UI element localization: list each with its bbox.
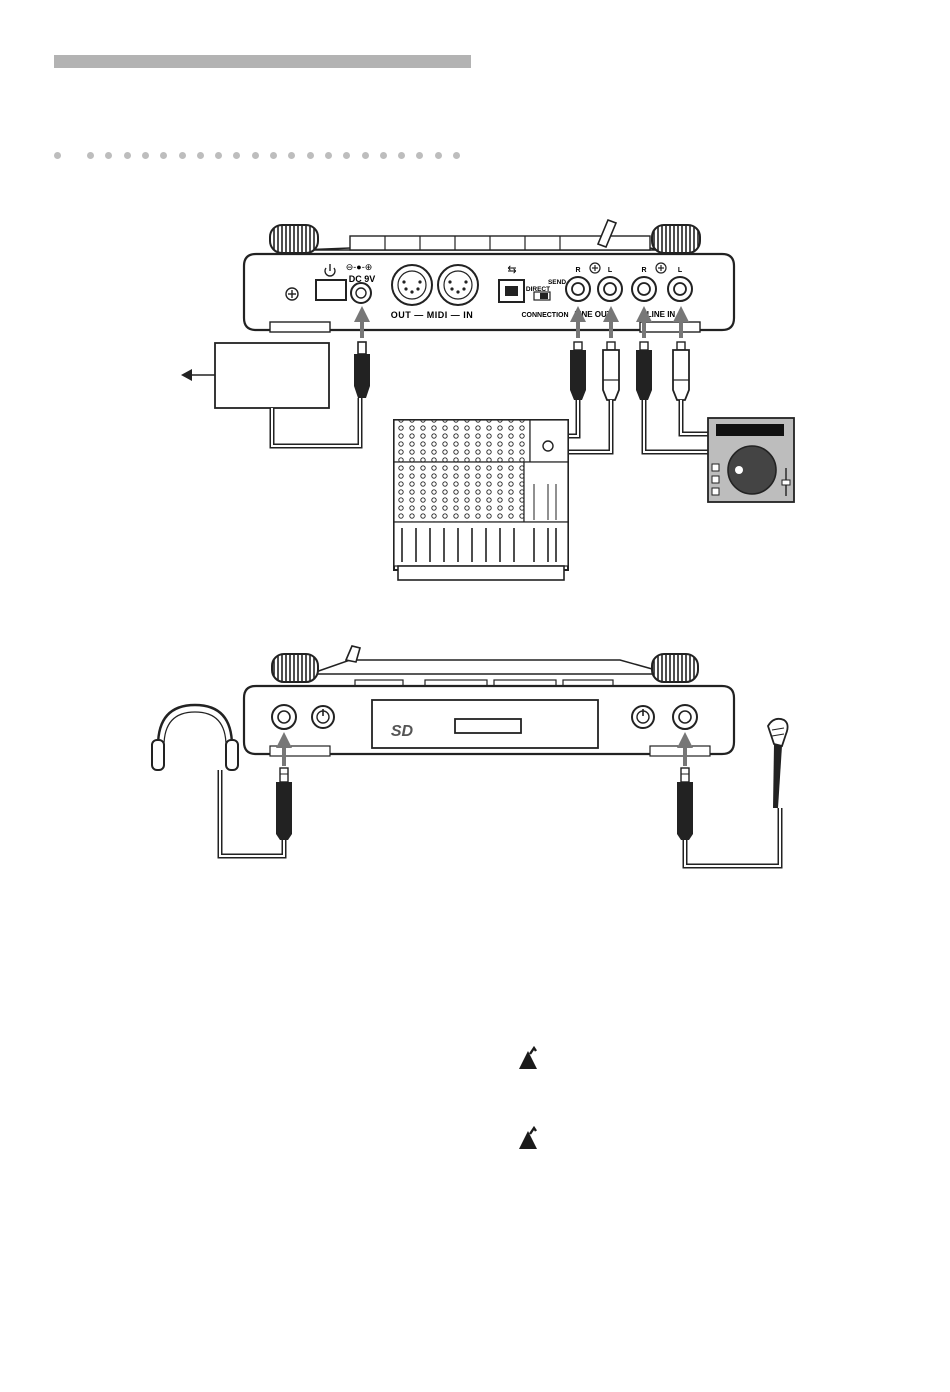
usb-port[interactable] (499, 280, 524, 302)
sd-card-slot[interactable] (455, 719, 521, 733)
usb-icon: ⇆ (507, 264, 516, 276)
headphone-jack[interactable] (272, 705, 296, 729)
send-label: SEND (548, 279, 566, 286)
ac-adapter (181, 342, 370, 446)
dc-polarity-icon: ⊖-●-⊕ (346, 262, 373, 272)
front-panel-device: SD (244, 646, 734, 756)
mic-jack[interactable] (673, 705, 697, 729)
headphone-volume-knob[interactable] (312, 706, 334, 728)
cd-player (708, 418, 794, 502)
sd-logo: SD (391, 723, 414, 740)
power-switch[interactable] (316, 280, 346, 300)
headphones (152, 705, 238, 770)
line-out-r-jack[interactable] (566, 277, 590, 301)
line-in-label: LINE IN (647, 310, 676, 319)
left-knob (270, 225, 318, 253)
midi-out-port[interactable] (392, 265, 432, 305)
line-out-l-label: L (608, 267, 613, 274)
front-left-knob (272, 654, 318, 682)
line-in-r-label: R (641, 267, 646, 274)
headphone-plug (220, 768, 292, 856)
line-out-l-jack[interactable] (598, 277, 622, 301)
line-in-r-jack[interactable] (632, 277, 656, 301)
mic-plug (677, 768, 780, 866)
arrow-left-icon (181, 369, 192, 381)
rca-cables (568, 400, 708, 452)
midi-label: OUT — MIDI — IN (391, 310, 474, 320)
mic-gain-knob[interactable] (632, 706, 654, 728)
connection-label: CONNECTION (521, 312, 568, 319)
dc-jack[interactable] (351, 283, 371, 303)
front-right-knob (652, 654, 698, 682)
rca-plugs (570, 342, 689, 400)
ground-screw-icon (286, 288, 298, 300)
microphone (768, 719, 788, 808)
note-icon (519, 1048, 537, 1069)
midi-in-port[interactable] (438, 265, 478, 305)
note-icon (519, 1128, 537, 1149)
line-in-l-jack[interactable] (668, 277, 692, 301)
rear-panel-device: ⊖-●-⊕ DC 9V OUT — MIDI — IN ⇆ SEND DIREC… (244, 220, 734, 332)
line-in-l-label: L (678, 267, 683, 274)
mixer (394, 420, 568, 580)
right-knob (652, 225, 700, 253)
line-out-r-label: R (575, 267, 580, 274)
